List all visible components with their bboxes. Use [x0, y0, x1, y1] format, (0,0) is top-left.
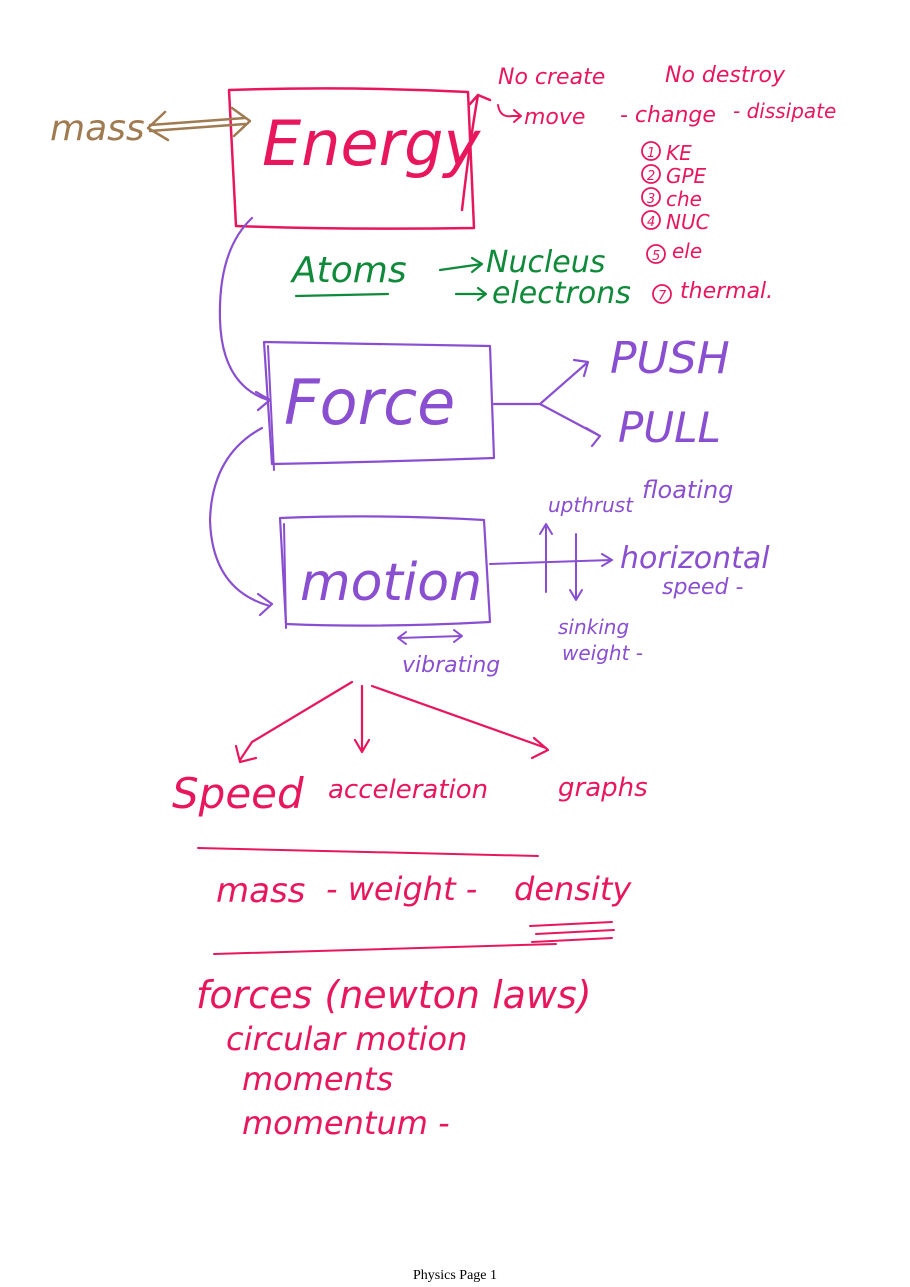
divider-bottom	[213, 943, 557, 955]
move-text: move	[524, 105, 585, 130]
svg-text:che: che	[666, 187, 702, 211]
weight-text: - weight -	[326, 870, 477, 908]
motion-title: motion	[300, 553, 482, 613]
motion-section: motion vibrating upthrust floating horiz…	[208, 426, 770, 678]
atoms-title: Atoms	[290, 250, 407, 291]
list-item: 1 KE	[641, 141, 692, 165]
force-title: Force	[284, 366, 455, 439]
upthrust-arrow	[539, 523, 553, 593]
forces-text: forces (newton laws)	[196, 973, 592, 1017]
pull-text: PULL	[618, 403, 721, 452]
nucleus-arrow	[438, 256, 484, 274]
sinking-arrow	[569, 533, 583, 601]
electrons-text: electrons	[492, 276, 631, 311]
energy-to-force-arrow	[218, 216, 272, 412]
no-destroy-text: No destroy	[665, 63, 786, 88]
force-section: Force PUSH PULL	[218, 216, 730, 471]
energy-box	[227, 87, 476, 230]
moments-text: moments	[242, 1060, 393, 1098]
motion-box	[278, 515, 492, 627]
atoms-section: Atoms Nucleus electrons	[290, 245, 631, 311]
horizontal-text: horizontal	[620, 541, 770, 576]
floating-text: floating	[642, 476, 733, 504]
nucleus-text: Nucleus	[486, 245, 605, 280]
list-item: 4 NUC	[641, 210, 710, 234]
list-item: 2 GPE	[641, 164, 707, 188]
push-pull-fork	[492, 358, 602, 448]
page-footer: Physics Page 1	[413, 1268, 497, 1283]
horizontal-arrow	[489, 553, 613, 567]
svg-text:5: 5	[652, 249, 660, 264]
list-item: 5 ele	[646, 239, 702, 264]
svg-text:thermal.: thermal.	[680, 279, 773, 304]
list-item: 7 thermal.	[652, 279, 773, 304]
energy-bracket	[460, 93, 492, 212]
energy-store-list: 1 KE 2 GPE 3 che 4 NUC 5 ele	[641, 141, 773, 304]
weight-side-text: weight -	[562, 641, 643, 665]
mass-energy-arrow	[146, 106, 252, 142]
svg-text:GPE: GPE	[666, 164, 707, 188]
svg-text:ele: ele	[672, 239, 702, 263]
mass-text: mass	[216, 871, 305, 911]
energy-section: Energy mass No create No destroy move - …	[50, 63, 836, 304]
force-box	[262, 340, 496, 466]
svg-text:2: 2	[647, 169, 655, 184]
svg-text:NUC: NUC	[666, 210, 710, 234]
vibrating-arrow	[397, 629, 463, 645]
svg-text:7: 7	[658, 289, 667, 304]
mass-left-label: mass	[50, 108, 145, 149]
move-hook-arrow	[497, 104, 522, 123]
change-text: - change	[620, 103, 716, 128]
kinematics-section: Speed acceleration graphs mass - weight …	[172, 680, 648, 1142]
push-text: PUSH	[610, 333, 730, 384]
dissipate-text: - dissipate	[733, 99, 836, 123]
upthrust-text: upthrust	[548, 493, 634, 517]
divider-top	[197, 847, 539, 857]
atoms-underline	[294, 292, 390, 298]
svg-text:1: 1	[647, 146, 655, 161]
graphs-text: graphs	[558, 773, 648, 803]
density-text: density	[514, 870, 632, 908]
branch-arrows	[234, 680, 550, 764]
vibrating-text: vibrating	[402, 653, 500, 678]
svg-text:KE: KE	[666, 141, 692, 165]
force-to-motion-arrow	[208, 426, 274, 617]
electrons-arrow	[454, 286, 488, 302]
acceleration-text: acceleration	[328, 775, 488, 805]
svg-text:3: 3	[647, 192, 655, 207]
svg-text:4: 4	[647, 215, 655, 230]
density-underline	[529, 921, 615, 943]
list-item: 3 che	[641, 187, 702, 211]
speed-side-text: speed -	[662, 575, 743, 600]
speed-text: Speed	[172, 769, 304, 818]
momentum-text: momentum -	[242, 1104, 450, 1142]
energy-title: Energy	[262, 107, 481, 180]
sinking-text: sinking	[558, 615, 629, 639]
circular-text: circular motion	[226, 1020, 467, 1058]
no-create-text: No create	[498, 65, 605, 90]
